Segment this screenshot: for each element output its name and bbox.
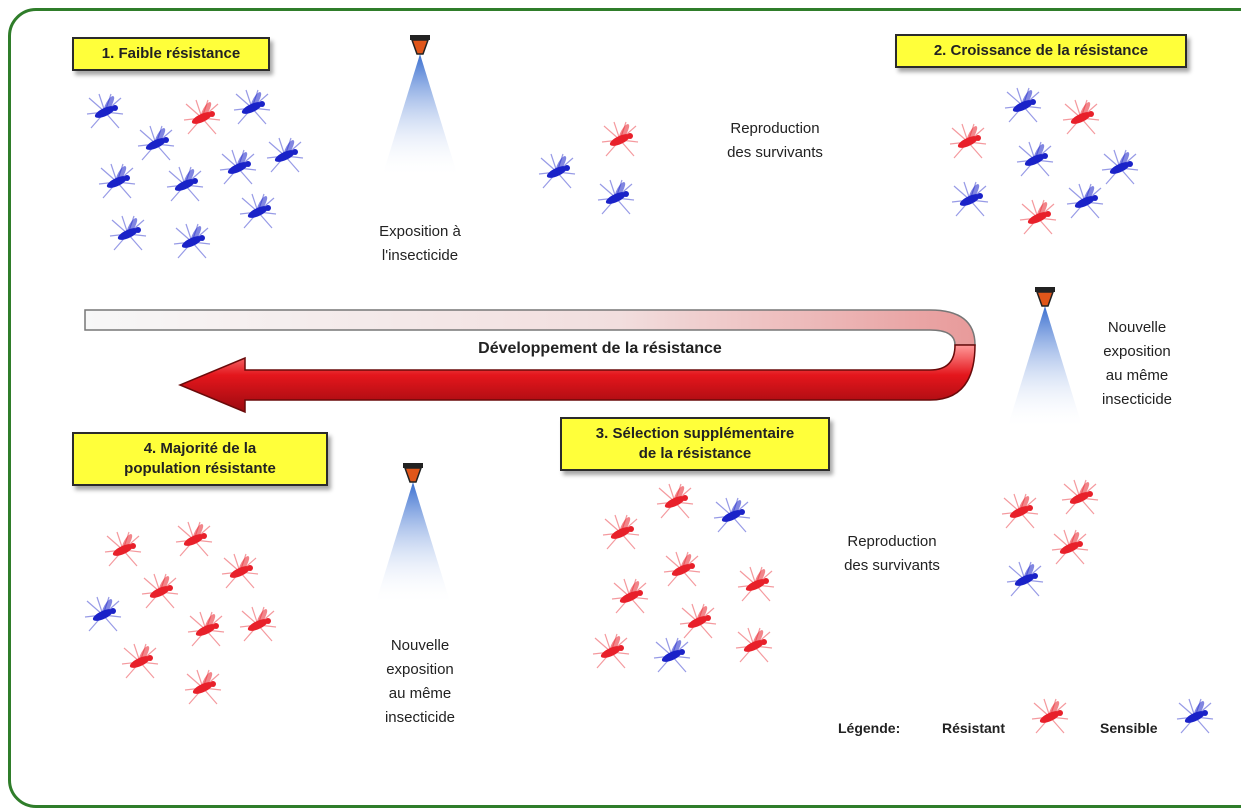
- sensitive-mosquito-icon: [83, 595, 123, 635]
- exposure-text-2-line1: Nouvelle: [1107, 319, 1167, 336]
- legend-sensitive-label: Sensible: [1100, 720, 1158, 736]
- stage-1-title: 1. Faible résistance: [101, 45, 241, 62]
- sensitive-mosquito-icon: [136, 124, 176, 164]
- sensitive-mosquito-icon: [1015, 140, 1055, 180]
- sensitive-mosquito-icon: [232, 88, 272, 128]
- reproduction-text-1: Reproduction des survivants: [705, 117, 845, 165]
- resistant-mosquito-icon: [140, 572, 180, 612]
- sensitive-mosquito-icon: [1005, 560, 1045, 600]
- resistant-mosquito-icon: [220, 552, 260, 592]
- stage-3-box: 3. Sélection supplémentaire de la résist…: [560, 417, 830, 471]
- resistant-mosquito-icon: [601, 513, 641, 553]
- resistant-mosquito-icon: [1050, 528, 1090, 568]
- sensitive-mosquito-icon: [97, 162, 137, 202]
- sensitive-mosquito-icon: [652, 636, 692, 676]
- resistant-mosquito-icon: [734, 626, 774, 666]
- sensitive-mosquito-icon: [1065, 182, 1105, 222]
- sprayer-icon-2: [1007, 287, 1083, 429]
- legend-resistant-label: Résistant: [942, 720, 1006, 736]
- reproduction-text-1-line2: des survivants: [727, 144, 823, 161]
- reproduction-text-2: Reproduction des survivants: [822, 530, 962, 578]
- resistant-mosquito-icon: [186, 610, 226, 650]
- resistant-mosquito-icon: [103, 530, 143, 570]
- sensitive-mosquito-icon: [108, 214, 148, 254]
- exposure-text-1-line2: l'insecticide: [381, 247, 459, 264]
- sensitive-mosquito-icon: [596, 178, 636, 218]
- resistant-mosquito-icon: [1061, 98, 1101, 138]
- reproduction-text-2-line2: des survivants: [844, 557, 940, 574]
- sensitive-mosquito-icon: [1175, 697, 1215, 737]
- resistant-mosquito-icon: [610, 577, 650, 617]
- sensitive-mosquito-icon: [85, 92, 125, 132]
- resistant-mosquito-icon: [655, 482, 695, 522]
- sensitive-mosquito-icon: [218, 148, 258, 188]
- exposure-text-2-line3: au même: [1105, 367, 1169, 384]
- resistant-mosquito-icon: [120, 642, 160, 682]
- sensitive-mosquito-icon: [165, 165, 205, 205]
- resistant-mosquito-icon: [183, 668, 223, 708]
- stage-2-title: 2. Croissance de la résistance: [933, 42, 1149, 59]
- stage-4-title-line2: population résistante: [124, 460, 276, 477]
- sensitive-mosquito-icon: [712, 496, 752, 536]
- reproduction-text-1-line1: Reproduction: [730, 120, 820, 137]
- resistant-mosquito-icon: [736, 565, 776, 605]
- resistant-mosquito-icon: [600, 120, 640, 160]
- resistant-mosquito-icon: [238, 605, 278, 645]
- resistant-mosquito-icon: [678, 602, 718, 642]
- resistant-mosquito-icon: [591, 632, 631, 672]
- sensitive-mosquito-icon: [537, 152, 577, 192]
- exposure-text-3-line4: insecticide: [384, 709, 456, 726]
- resistant-mosquito-icon: [1000, 492, 1040, 532]
- exposure-text-3-line2: exposition: [386, 661, 454, 678]
- sensitive-mosquito-icon: [238, 192, 278, 232]
- sensitive-mosquito-icon: [265, 136, 305, 176]
- resistant-mosquito-icon: [1030, 697, 1070, 737]
- stage-2-box: 2. Croissance de la résistance: [895, 34, 1187, 68]
- resistant-mosquito-icon: [662, 550, 702, 590]
- stage-1-box: 1. Faible résistance: [72, 37, 270, 71]
- exposure-text-3: Nouvelle exposition au même insecticide: [365, 634, 475, 730]
- exposure-text-1-line1: Exposition à: [379, 223, 461, 240]
- resistant-mosquito-icon: [1018, 198, 1058, 238]
- stage-3-title-line1: 3. Sélection supplémentaire: [595, 425, 795, 442]
- resistant-mosquito-icon: [1060, 478, 1100, 518]
- sensitive-mosquito-icon: [172, 222, 212, 262]
- exposure-text-2-line4: insecticide: [1101, 391, 1173, 408]
- resistant-mosquito-icon: [174, 520, 214, 560]
- stage-4-title-line1: 4. Majorité de la: [143, 440, 257, 457]
- sprayer-icon-3: [375, 463, 451, 605]
- stage-4-box: 4. Majorité de la population résistante: [72, 432, 328, 486]
- stage-3-title-line2: de la résistance: [638, 445, 752, 462]
- exposure-text-3-line3: au même: [388, 685, 452, 702]
- reproduction-text-2-line1: Reproduction: [847, 533, 937, 550]
- sprayer-icon-1: [382, 35, 458, 177]
- legend-title: Légende:: [838, 720, 901, 736]
- exposure-text-3-line1: Nouvelle: [390, 637, 450, 654]
- arrow-label: Développement de la résistance: [478, 340, 722, 357]
- resistant-mosquito-icon: [182, 98, 222, 138]
- exposure-text-2-line2: exposition: [1103, 343, 1171, 360]
- exposure-text-1: Exposition à l'insecticide: [355, 220, 485, 268]
- sensitive-mosquito-icon: [950, 180, 990, 220]
- resistant-mosquito-icon: [948, 122, 988, 162]
- development-arrow: [84, 309, 976, 414]
- sensitive-mosquito-icon: [1100, 148, 1140, 188]
- exposure-text-2: Nouvelle exposition au même insecticide: [1082, 316, 1192, 412]
- arrow-lower-band: [178, 344, 976, 414]
- sensitive-mosquito-icon: [1003, 86, 1043, 126]
